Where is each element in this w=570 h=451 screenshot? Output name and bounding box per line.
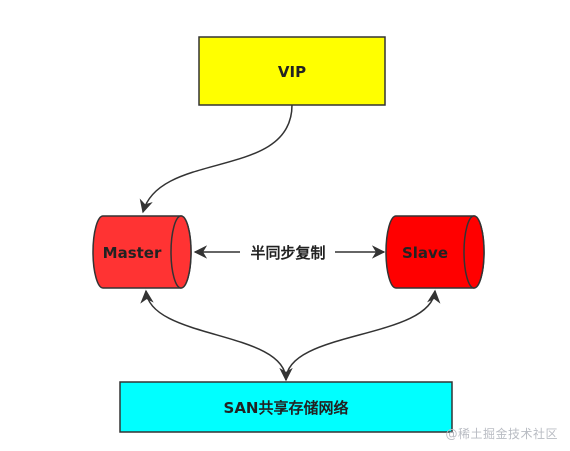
vip-box: [198, 36, 386, 106]
slave-label: Slave: [402, 244, 448, 262]
master-label: Master: [103, 244, 162, 262]
edge-san-to-master: [140, 289, 293, 382]
vip-label: VIP: [278, 63, 306, 81]
san-label: SAN共享存储网络: [224, 399, 349, 417]
master-node: Master: [92, 215, 192, 289]
replication-label: 半同步复制: [250, 244, 325, 262]
slave-cylinder-cap: [463, 215, 485, 289]
edge-vip-to-master: [139, 104, 293, 214]
san-node: SAN共享存储网络: [119, 381, 453, 433]
slave-node: Slave: [385, 215, 485, 289]
watermark-text: @稀土掘金技术社区: [445, 427, 558, 441]
edge-san-to-slave: [285, 289, 441, 381]
vip-node: VIP: [198, 36, 386, 106]
san-box: [119, 381, 453, 433]
master-cylinder-cap: [170, 215, 192, 289]
